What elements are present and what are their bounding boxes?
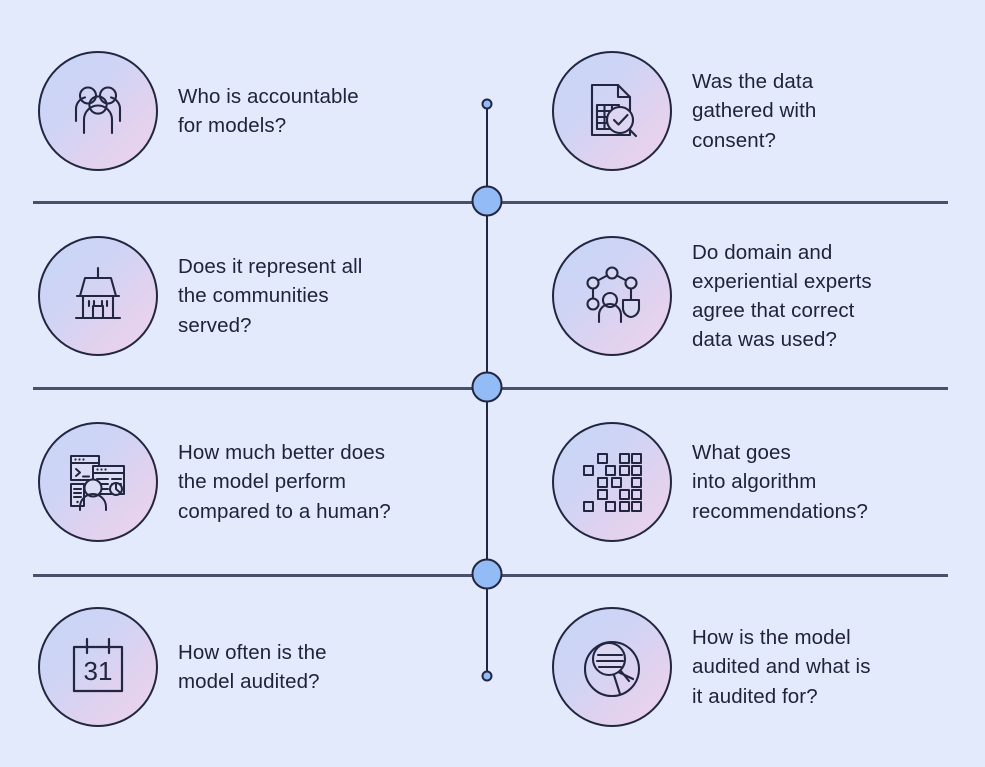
item-recommendations: What goes into algorithm recommendations… — [552, 417, 972, 547]
audit-magnifier-icon — [552, 607, 672, 727]
question-text: What goes into algorithm recommendations… — [692, 441, 868, 523]
item-consent: Was the data gathered with consent? — [552, 46, 972, 176]
question-text: How often is the model audited? — [178, 640, 327, 693]
question-text: Does it represent all the communities se… — [178, 255, 363, 337]
network-experts-shield-icon — [552, 236, 672, 356]
question-text: Do domain and experiential experts agree… — [692, 240, 872, 352]
calendar-icon: 31 — [38, 607, 158, 727]
item-accountability: Who is accountable for models? — [38, 46, 458, 176]
item-representation: Does it represent all the communities se… — [38, 231, 458, 361]
question-text: How is the model audited and what is it … — [692, 626, 871, 708]
svg-text:31: 31 — [84, 656, 113, 686]
question-text: Who is accountable for models? — [178, 84, 359, 137]
item-audit-frequency: 31 How often is the model audited? — [38, 602, 458, 732]
question-text: Was the data gathered with consent? — [692, 70, 817, 152]
timeline-bottom-dot-icon — [481, 670, 493, 682]
timeline-node-3-icon — [471, 558, 503, 590]
timeline-node-2-icon — [471, 371, 503, 403]
community-building-icon — [38, 236, 158, 356]
algorithm-matrix-icon — [552, 422, 672, 542]
timeline-top-dot-icon — [481, 98, 493, 110]
timeline-node-1-icon — [471, 185, 503, 217]
vertical-timeline — [471, 98, 503, 682]
people-group-icon — [38, 51, 158, 171]
item-expert-agreement: Do domain and experiential experts agree… — [552, 231, 972, 361]
terminal-dashboard-person-icon — [38, 422, 158, 542]
item-performance: How much better does the model perform c… — [38, 417, 458, 547]
question-text: How much better does the model perform c… — [178, 441, 391, 523]
document-search-check-icon — [552, 51, 672, 171]
item-audit-scope: How is the model audited and what is it … — [552, 602, 972, 732]
